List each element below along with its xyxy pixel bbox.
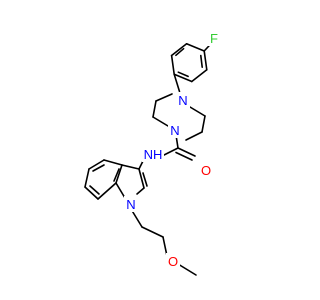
piperazine-ring xyxy=(152,93,206,141)
bond xyxy=(115,164,123,184)
bond xyxy=(170,54,175,76)
bond xyxy=(136,187,145,195)
bond-aryl-n xyxy=(173,73,181,93)
bond xyxy=(97,182,117,200)
bond xyxy=(173,73,193,83)
bond xyxy=(162,236,168,257)
bond-c-nh xyxy=(161,147,179,157)
bond xyxy=(177,263,197,276)
fluorophenyl-ring xyxy=(170,42,208,83)
bond xyxy=(189,106,206,117)
bond xyxy=(203,50,208,71)
aromatic-bond xyxy=(89,185,100,195)
molecule-structure: F N N NH O N O xyxy=(84,30,221,276)
piperazine-n-bottom-label: N xyxy=(170,123,179,138)
fluorine-label: F xyxy=(210,31,218,46)
bond xyxy=(152,116,169,127)
bond xyxy=(88,159,105,170)
bond xyxy=(115,182,126,199)
bond xyxy=(191,69,208,83)
aromatic-bond xyxy=(175,47,185,57)
bond xyxy=(84,168,90,188)
bond xyxy=(152,100,157,118)
bond-double xyxy=(142,172,148,187)
bond xyxy=(185,42,205,52)
indole-n-label: N xyxy=(126,197,135,212)
bond xyxy=(201,115,206,133)
bond xyxy=(103,159,123,166)
bond xyxy=(138,168,145,189)
ether-o-label: O xyxy=(168,254,178,269)
atom-labels: F N N NH O N O xyxy=(124,30,221,269)
bond xyxy=(84,186,99,200)
bond-c-o-double xyxy=(175,151,193,161)
indole-benzene-ring xyxy=(84,159,123,200)
aromatic-bond xyxy=(92,164,105,172)
aromatic-bond xyxy=(200,54,203,68)
piperazine-n-top-label: N xyxy=(178,93,187,108)
aromatic-bond xyxy=(177,71,189,78)
bond xyxy=(141,226,164,238)
bond xyxy=(170,42,188,57)
indole-pyrrole-ring xyxy=(115,164,148,199)
molecule-canvas: F N N NH O N O xyxy=(84,30,221,276)
bond xyxy=(121,164,140,170)
bond-c-o xyxy=(177,147,196,157)
carbonyl-o-label: O xyxy=(201,163,211,178)
bond xyxy=(185,131,203,141)
aromatic-bond xyxy=(113,168,120,182)
bond xyxy=(155,93,173,102)
amide-nh-label: NH xyxy=(144,147,163,162)
